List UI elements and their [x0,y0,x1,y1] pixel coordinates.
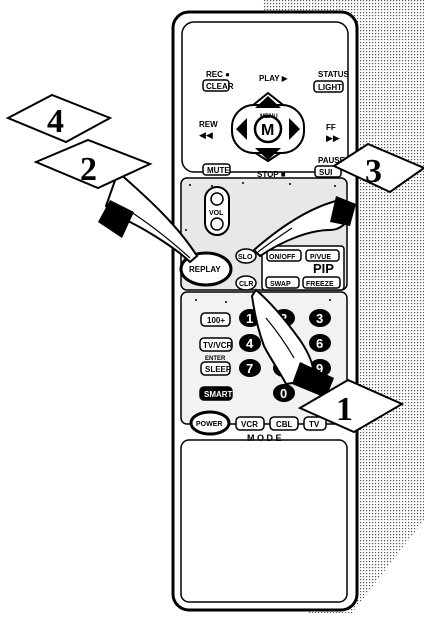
digit-1: 1 [246,311,253,326]
slo-label: SLO [238,254,253,261]
clear-label: CLEAR [206,82,234,91]
still-label: SUI [319,168,332,177]
vcr-label: VCR [241,420,258,429]
cbl-label: CBL [276,420,293,429]
stop-label: STOP ■ [257,170,286,179]
smart-label: SMART [204,390,233,399]
swap-label: SWAP [270,281,291,288]
digit-3: 3 [316,311,323,326]
rec-label: REC ● [206,70,230,79]
sleep-label: SLEEP [205,365,232,374]
callout-4-number: 4 [47,103,64,140]
clr-label: CLR [239,281,253,288]
fast-forward-icon: ▶▶ [326,133,340,143]
pip-label: PIP [313,261,334,276]
vol-label: VOL [209,210,224,217]
pvue-label: P/VUE [310,254,331,261]
menu-label: MENU [260,114,278,120]
digit-4: 4 [246,336,254,351]
callout-1-number: 1 [336,391,353,428]
ff-label: FF [326,123,336,132]
power-label: POWER [196,421,222,428]
onoff-label: ON/OFF [269,254,296,261]
tv-label: TV [309,420,320,429]
digit-6: 6 [316,336,323,351]
rew-label: REW [199,120,218,129]
callout-2-number: 2 [80,151,97,188]
hundred-label: 100+ [207,316,225,325]
enter-label: ENTER [205,356,226,362]
light-label: LIGHT [318,83,342,92]
digit-0: 0 [280,386,287,401]
callout-3-number: 3 [365,153,382,190]
callout-2: 2 [36,140,150,188]
mode-label: M O D E [247,433,282,443]
replay-label: REPLAY [189,265,221,274]
callout-4: 4 [8,95,110,142]
tvvcr-label: TV/VCR [203,341,233,350]
mute-label: MUTE [207,166,230,175]
freeze-label: FREEZE [306,281,334,288]
status-label: STATUS [318,70,349,79]
menu-key-label: M [261,122,274,139]
digit-7: 7 [246,361,253,376]
play-label: PLAY ▶ [259,74,289,83]
rewind-icon: ◀◀ [199,130,213,140]
